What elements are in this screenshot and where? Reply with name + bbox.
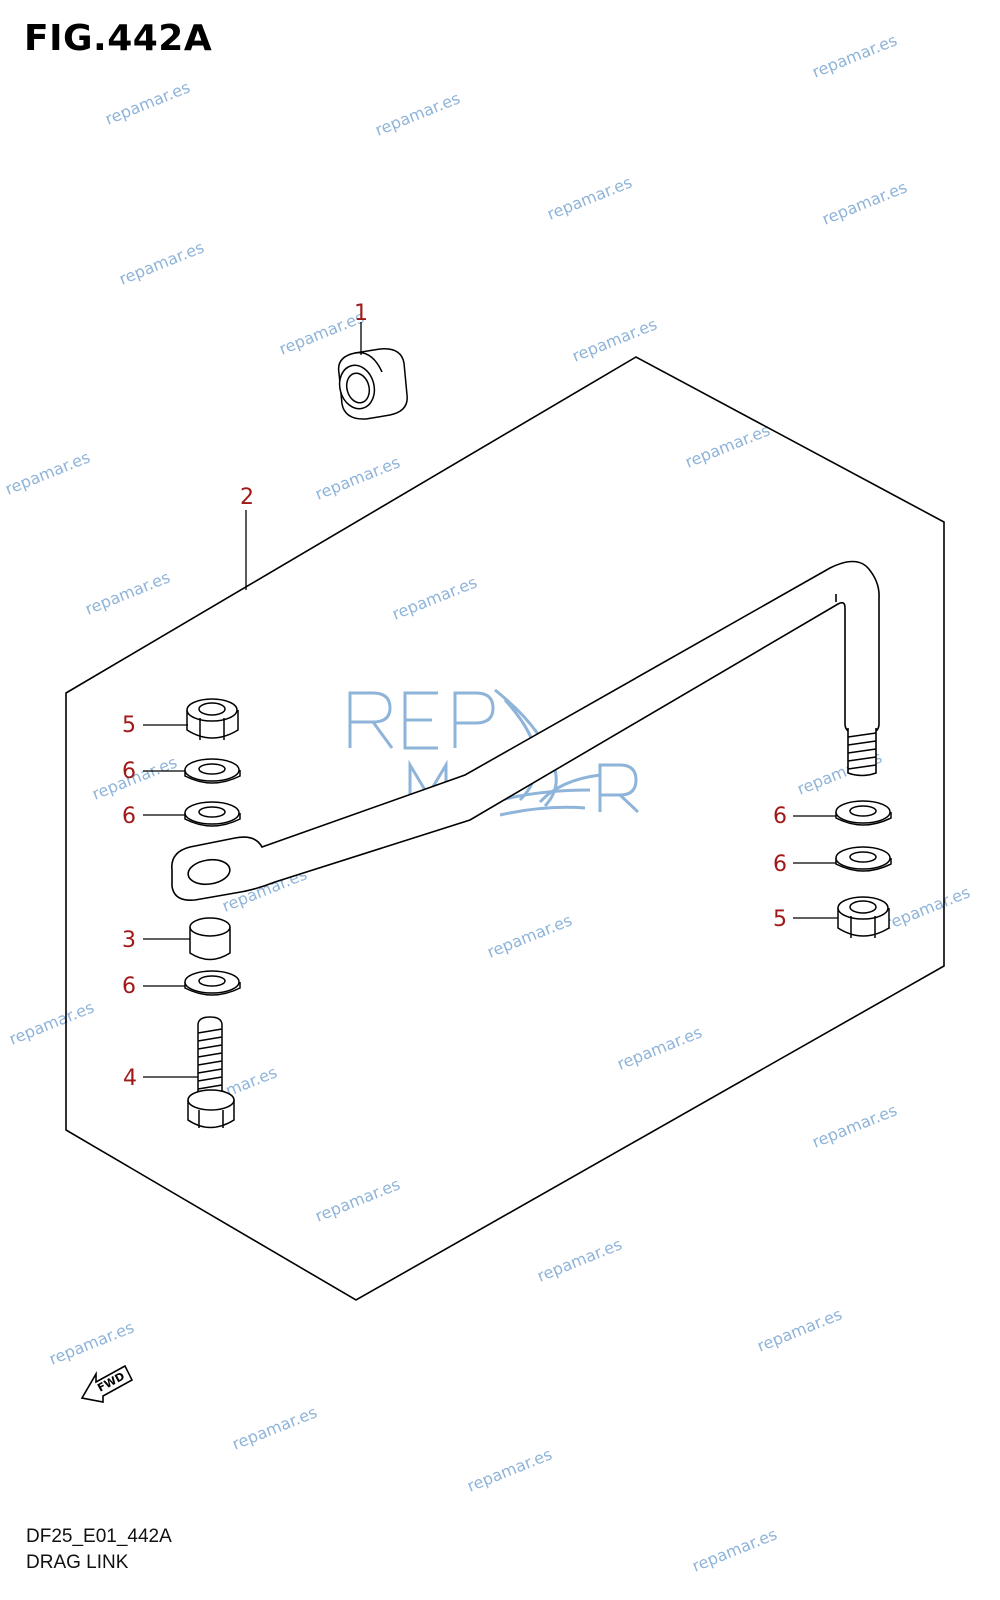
nut-part: [186, 698, 239, 740]
watermark-text: repamar.es: [682, 420, 772, 471]
watermark-text: repamar.es: [754, 1304, 844, 1355]
watermark-text: repamar.es: [116, 237, 206, 288]
watermark-text: repamar.es: [389, 572, 479, 623]
washer-part: [184, 758, 241, 784]
washer-part: [184, 970, 241, 996]
bolt-part: [187, 1016, 235, 1129]
leader-lines: [143, 322, 838, 1078]
callout-6-right-lower: 6: [773, 852, 787, 877]
watermark-text: repamar.es: [689, 1524, 779, 1575]
callout-4: 4: [123, 1066, 137, 1091]
watermark-text: repamar.es: [464, 1444, 554, 1495]
watermark-text: repamar.es: [312, 1174, 402, 1225]
assembly-frame: [65, 356, 945, 1301]
figure-code: DF25_E01_442A: [26, 1526, 172, 1547]
watermark-text: repamar.es: [544, 172, 634, 223]
fwd-arrow-icon: FWD: [80, 1364, 134, 1403]
bushing-part: [337, 348, 408, 420]
watermark-text: repamar.es: [6, 997, 96, 1048]
callout-6-left-lower: 6: [122, 974, 136, 999]
figure-title: FIG.442A: [24, 18, 213, 59]
callout-6-right-upper: 6: [773, 804, 787, 829]
watermark-text: repamar.es: [229, 1402, 319, 1453]
watermark-text: repamar.es: [312, 452, 402, 503]
callout-5-right: 5: [773, 907, 787, 932]
nut-part: [837, 896, 890, 938]
figure-name: DRAG LINK: [26, 1552, 129, 1573]
drag-link-part: [171, 560, 880, 902]
callout-1: 1: [354, 301, 368, 326]
watermark-text: repamar.es: [819, 177, 909, 228]
callout-6-left-middle: 6: [122, 804, 136, 829]
watermark-text: repamar.es: [614, 1022, 704, 1073]
watermark-text: repamar.es: [809, 30, 899, 81]
watermark-text: repamar.es: [372, 88, 462, 139]
watermark-text: repamar.es: [534, 1234, 624, 1285]
callout-5-left: 5: [122, 713, 136, 738]
watermark-text: repamar.es: [46, 1317, 136, 1368]
callout-6-left-upper: 6: [122, 759, 136, 784]
watermark-text: repamar.es: [2, 447, 92, 498]
watermark-text: repamar.es: [809, 1100, 899, 1151]
watermark-text: repamar.es: [569, 314, 659, 365]
washer-part: [184, 801, 241, 827]
watermark-text: repamar.es: [102, 77, 192, 128]
washer-part: [835, 800, 892, 826]
watermark-text: repamar.es: [82, 567, 172, 618]
watermark-text: repamar.es: [484, 910, 574, 961]
washer-part: [835, 846, 892, 872]
thread-stud: [847, 728, 877, 777]
collar-part: [189, 917, 231, 961]
callout-2: 2: [240, 485, 254, 510]
callout-3: 3: [122, 928, 136, 953]
watermark-text: repamar.es: [882, 882, 972, 933]
